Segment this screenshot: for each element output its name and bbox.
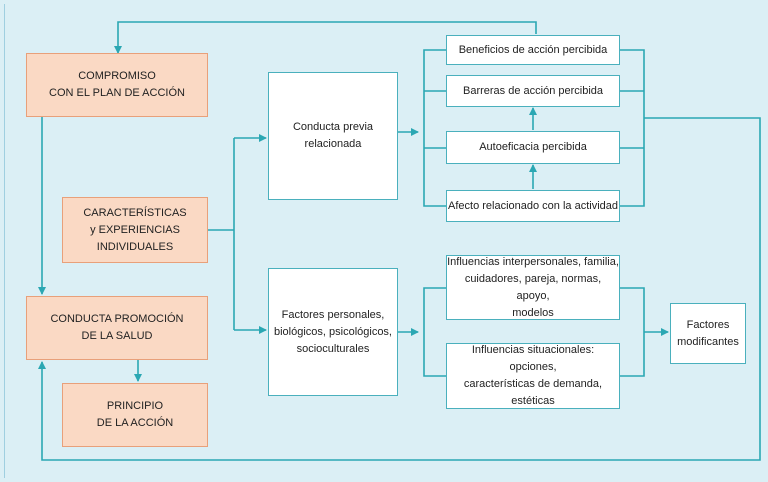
factores-personales-box: Factores personales, biológicos, psicoló… bbox=[268, 268, 398, 396]
caracteristicas-label: CARACTERÍSTICAS y EXPERIENCIAS INDIVIDUA… bbox=[83, 206, 187, 253]
beneficios-box: Beneficios de acción percibida bbox=[446, 35, 620, 65]
conducta-promocion-box: CONDUCTA PROMOCIÓN DE LA SALUD bbox=[26, 296, 208, 360]
factores-personales-label: Factores personales, biológicos, psicoló… bbox=[273, 308, 392, 355]
compromiso-box: COMPROMISO CON EL PLAN DE ACCIÓN bbox=[26, 53, 208, 117]
conducta-promocion-label: CONDUCTA PROMOCIÓN DE LA SALUD bbox=[50, 313, 184, 342]
influencias-interpersonales-label: Influencias interpersonales, familia, cu… bbox=[447, 255, 619, 319]
influencias-situacionales-box: Influencias situacionales: opciones, car… bbox=[446, 343, 620, 409]
connector-lower-group-bracket-left bbox=[423, 287, 446, 377]
influencias-situacionales-label: Influencias situacionales: opciones, car… bbox=[463, 344, 603, 407]
principio-label: PRINCIPIO DE LA ACCIÓN bbox=[96, 400, 174, 429]
connector-beneficios-to-compromiso bbox=[114, 21, 537, 54]
factores-modificantes-box: Factores modificantes bbox=[670, 303, 746, 364]
principio-box: PRINCIPIO DE LA ACCIÓN bbox=[62, 383, 208, 447]
autoeficacia-label: Autoeficacia percibida bbox=[479, 141, 587, 153]
connector-caracteristicas-junction bbox=[208, 138, 235, 330]
beneficios-label: Beneficios de acción percibida bbox=[458, 43, 608, 56]
factores-modificantes-label: Factores modificantes bbox=[677, 318, 739, 348]
connector-upper-group-bracket-left bbox=[423, 49, 446, 207]
influencias-interpersonales-box: Influencias interpersonales, familia, cu… bbox=[446, 255, 620, 320]
caracteristicas-box: CARACTERÍSTICAS y EXPERIENCIAS INDIVIDUA… bbox=[62, 197, 208, 263]
compromiso-label: COMPROMISO CON EL PLAN DE ACCIÓN bbox=[49, 70, 185, 99]
conducta-previa-label: Conducta previa relacionada bbox=[292, 121, 374, 150]
afecto-box: Afecto relacionado con la actividad bbox=[446, 190, 620, 222]
connector-feedback-to-conducta-promocion bbox=[38, 117, 761, 461]
barreras-box: Barreras de acción percibida bbox=[446, 75, 620, 107]
afecto-label: Afecto relacionado con la actividad bbox=[448, 199, 618, 212]
barreras-label: Barreras de acción percibida bbox=[462, 84, 604, 97]
autoeficacia-box: Autoeficacia percibida bbox=[446, 131, 620, 164]
diagram-frame bbox=[4, 4, 765, 478]
connector-lower-group-bracket-right bbox=[620, 287, 668, 377]
conducta-previa-box: Conducta previa relacionada bbox=[268, 72, 398, 200]
connector-upper-group-bracket-right bbox=[620, 49, 645, 207]
